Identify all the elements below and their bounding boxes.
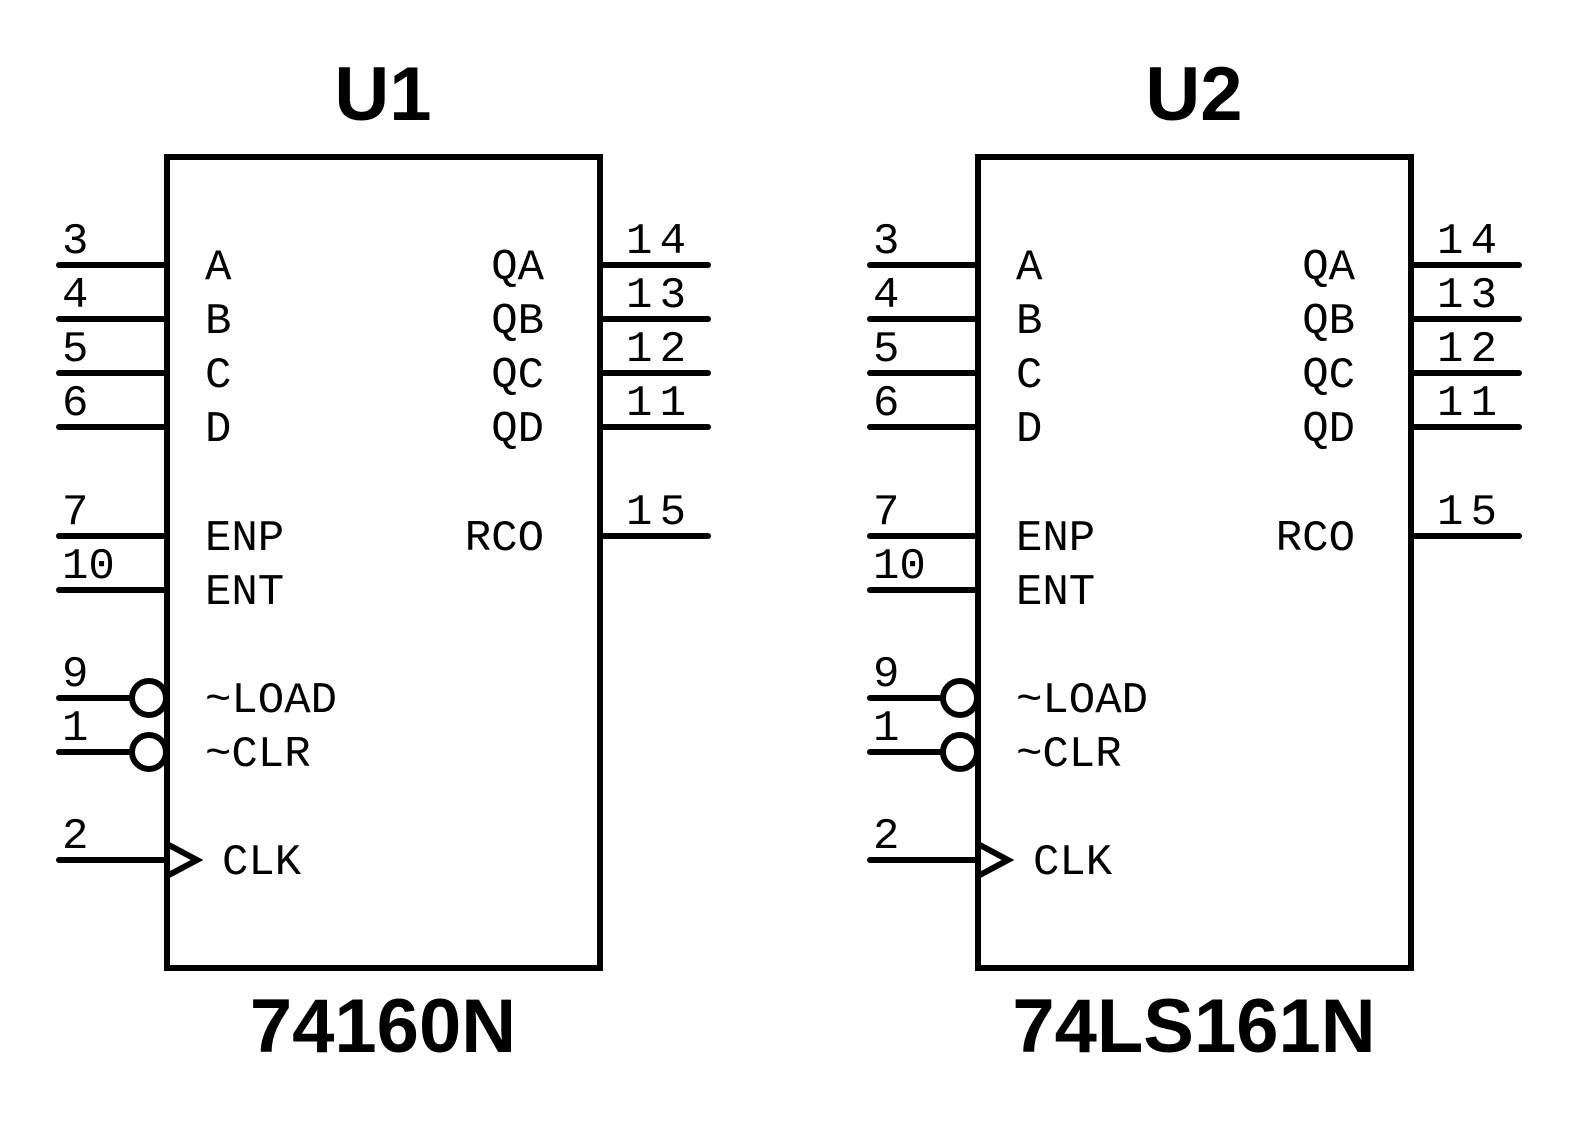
pin-number: 14 bbox=[1437, 217, 1497, 267]
pin-name: CLK bbox=[222, 838, 302, 888]
pin-number: 13 bbox=[1437, 271, 1497, 321]
pin-nload[interactable]: 9 ~LOAD bbox=[56, 650, 337, 726]
pin-name: QB bbox=[1302, 297, 1355, 347]
component-reference: U1 bbox=[334, 52, 431, 137]
component-body[interactable] bbox=[164, 154, 603, 971]
pin-name: ENP bbox=[205, 514, 284, 564]
pin-number: 7 bbox=[62, 488, 88, 538]
pin-name: ~LOAD bbox=[1016, 676, 1148, 726]
part-number: 74160N bbox=[250, 984, 516, 1069]
pin-name: D bbox=[1016, 405, 1042, 455]
pin-name: A bbox=[205, 243, 232, 293]
pin-a[interactable]: 3A bbox=[56, 217, 232, 293]
pin-name: QA bbox=[1302, 243, 1355, 293]
pin-number: 3 bbox=[62, 217, 88, 267]
pin-number: 14 bbox=[626, 217, 686, 267]
pin-number: 1 bbox=[873, 704, 899, 754]
pin-name: ENP bbox=[1016, 514, 1095, 564]
pin-name: B bbox=[205, 297, 231, 347]
inversion-bubble-icon bbox=[940, 678, 980, 718]
pin-name: QD bbox=[491, 405, 544, 455]
pin-number: 11 bbox=[626, 379, 686, 429]
pin-number: 10 bbox=[873, 542, 926, 592]
pin-name: ~LOAD bbox=[205, 676, 337, 726]
pin-number: 11 bbox=[1437, 379, 1497, 429]
pin-number: 5 bbox=[873, 325, 899, 375]
inversion-bubble-icon bbox=[940, 732, 980, 772]
pin-name: A bbox=[1016, 243, 1043, 293]
pin-number: 7 bbox=[873, 488, 899, 538]
pin-name: ~CLR bbox=[1016, 730, 1122, 780]
pin-name: ENT bbox=[205, 568, 284, 618]
pin-name: QD bbox=[1302, 405, 1355, 455]
pin-name: D bbox=[205, 405, 231, 455]
pin-number: 10 bbox=[62, 542, 115, 592]
pin-number: 4 bbox=[62, 271, 88, 321]
pin-nload[interactable]: 9 ~LOAD bbox=[867, 650, 1148, 726]
pin-d[interactable]: 6D bbox=[56, 379, 231, 455]
pin-b[interactable]: 4B bbox=[867, 271, 1042, 347]
pin-number: 1 bbox=[62, 704, 88, 754]
pin-b[interactable]: 4B bbox=[56, 271, 231, 347]
inversion-bubble-icon bbox=[129, 678, 169, 718]
pin-name: B bbox=[1016, 297, 1042, 347]
pin-number: 3 bbox=[873, 217, 899, 267]
pin-number: 9 bbox=[873, 650, 899, 700]
pin-number: 5 bbox=[62, 325, 88, 375]
pin-number: 2 bbox=[873, 812, 899, 862]
pin-c[interactable]: 5C bbox=[867, 325, 1042, 401]
pin-name: C bbox=[205, 351, 231, 401]
pin-name: QB bbox=[491, 297, 544, 347]
pin-d[interactable]: 6D bbox=[867, 379, 1042, 455]
component-body[interactable] bbox=[975, 154, 1414, 971]
pin-nclr[interactable]: 1 ~CLR bbox=[56, 704, 311, 780]
component-u2[interactable]: U274LS161N3A4B5C6D7ENP10ENT9~LOAD1~CLR2C… bbox=[867, 52, 1522, 1069]
pin-number: 6 bbox=[62, 379, 88, 429]
pin-number: 4 bbox=[873, 271, 899, 321]
pin-name: ENT bbox=[1016, 568, 1095, 618]
pin-c[interactable]: 5C bbox=[56, 325, 231, 401]
pin-name: CLK bbox=[1033, 838, 1113, 888]
inversion-bubble-icon bbox=[129, 732, 169, 772]
pin-number: 12 bbox=[1437, 325, 1497, 375]
clock-triangle-icon bbox=[164, 841, 204, 879]
pin-name: RCO bbox=[465, 514, 544, 564]
pin-name: RCO bbox=[1276, 514, 1355, 564]
pin-name: ~CLR bbox=[205, 730, 311, 780]
pin-nclr[interactable]: 1 ~CLR bbox=[867, 704, 1122, 780]
component-reference: U2 bbox=[1145, 52, 1242, 137]
part-number: 74LS161N bbox=[1012, 984, 1375, 1069]
pin-number: 2 bbox=[62, 812, 88, 862]
pin-number: 15 bbox=[626, 488, 686, 538]
clock-triangle-icon bbox=[975, 841, 1015, 879]
pin-number: 13 bbox=[626, 271, 686, 321]
pin-name: QC bbox=[491, 351, 544, 401]
pin-name: QC bbox=[1302, 351, 1355, 401]
pin-a[interactable]: 3A bbox=[867, 217, 1043, 293]
pin-number: 9 bbox=[62, 650, 88, 700]
component-u1[interactable]: U174160N3A4B5C6D7ENP10ENT9~LOAD1~CLR2CLK… bbox=[56, 52, 711, 1069]
pin-number: 12 bbox=[626, 325, 686, 375]
pin-name: C bbox=[1016, 351, 1042, 401]
pin-number: 6 bbox=[873, 379, 899, 429]
pin-number: 15 bbox=[1437, 488, 1497, 538]
pin-name: QA bbox=[491, 243, 544, 293]
